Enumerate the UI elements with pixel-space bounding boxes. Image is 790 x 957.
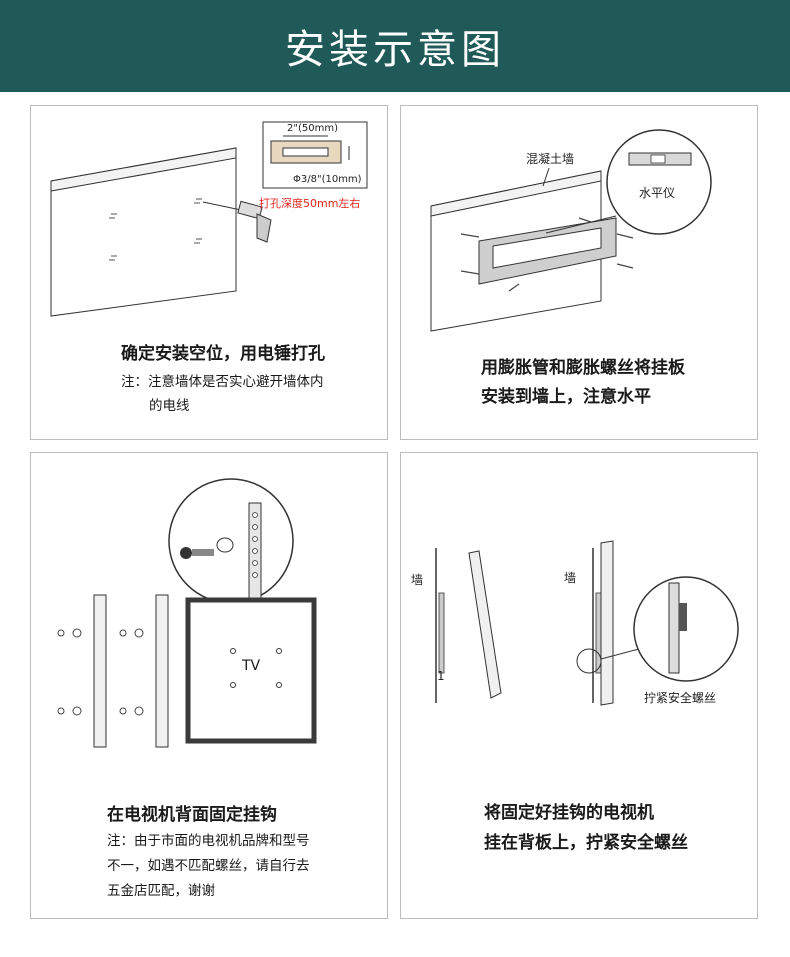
step3-title: 在电视机背面固定挂钩 bbox=[107, 805, 277, 825]
step2-title-line2: 安装到墙上，注意水平 bbox=[481, 387, 651, 407]
step3-note-line3: 五金店匹配，谢谢 bbox=[107, 883, 215, 899]
step3-note-line2: 不一，如遇不匹配螺丝，请自行去 bbox=[107, 858, 310, 874]
step-number-label: 1 bbox=[437, 669, 445, 683]
step-panel-hang-tv: 墙 墙 1 拧紧安全螺丝 将固定好挂钩的电视机 挂在背板上，拧紧安全螺丝 bbox=[400, 452, 758, 919]
step2-title-line1: 用膨胀管和膨胀螺丝将挂板 bbox=[481, 358, 685, 378]
page-title: 安装示意图 bbox=[285, 27, 505, 73]
drill-depth-note: 打孔深度50mm左右 bbox=[259, 197, 361, 210]
screw-head-icon bbox=[180, 547, 192, 559]
dimension-bottom-label: Φ3/8"(10mm) bbox=[293, 174, 362, 185]
wall-plate-illustration bbox=[430, 129, 712, 332]
wall-label-left: 墙 bbox=[411, 573, 424, 587]
tv-back-panel bbox=[185, 597, 317, 744]
step-panel-attach-hooks: TV 在电视机背面固定挂钩 注：由于市面的电视机品牌和型号 不一，如遇不匹配螺丝… bbox=[30, 452, 388, 919]
hammer-drill-icon bbox=[202, 200, 272, 243]
step1-title: 确定安装空位，用电锤打孔 bbox=[121, 344, 325, 364]
level-label: 水平仪 bbox=[639, 186, 676, 200]
concrete-wall-label: 混凝土墙 bbox=[526, 152, 575, 166]
step1-note-line2: 的电线 bbox=[149, 398, 190, 414]
header-banner: 安装示意图 bbox=[0, 0, 790, 92]
step-panel-drill: 2"(50mm) Φ3/8"(10mm) 打孔深度50mm左右 确定安装空位，用… bbox=[30, 105, 388, 440]
tv-label: TV bbox=[242, 658, 261, 674]
tv-hooks-illustration bbox=[57, 478, 317, 748]
wall-plate bbox=[478, 217, 617, 285]
step4-title-line2: 挂在背板上，拧紧安全螺丝 bbox=[484, 833, 688, 853]
step1-note-line1: 注：注意墙体是否实心避开墙体内 bbox=[121, 374, 324, 390]
step3-note-line1: 注：由于市面的电视机品牌和型号 bbox=[107, 833, 310, 849]
wall-label-right: 墙 bbox=[564, 571, 577, 585]
safety-screw-icon bbox=[679, 603, 687, 631]
step4-title-line1: 将固定好挂钩的电视机 bbox=[484, 803, 654, 823]
drill-illustration bbox=[50, 121, 368, 317]
level-zoom-circle bbox=[606, 129, 712, 235]
step-panel-mount-plate: 混凝土墙 水平仪 用膨胀管和膨胀螺丝将挂板 安装到墙上，注意水平 bbox=[400, 105, 758, 440]
hang-tv-illustration bbox=[435, 540, 739, 706]
dimension-top-label: 2"(50mm) bbox=[287, 123, 338, 134]
safety-screw-label: 拧紧安全螺丝 bbox=[644, 691, 717, 705]
